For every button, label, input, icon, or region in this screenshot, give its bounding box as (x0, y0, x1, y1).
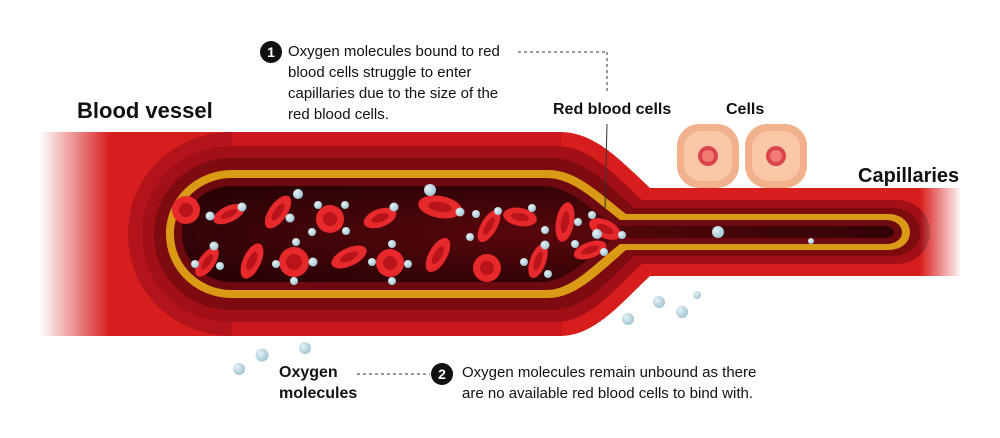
note-1-text: Oxygen molecules bound to red blood cell… (288, 41, 500, 125)
red-blood-cell (264, 195, 292, 229)
red-blood-cell (213, 203, 245, 225)
note-1-line: blood cells struggle to enter (288, 64, 472, 81)
oxygen-molecule (299, 342, 311, 354)
note-1-line: Oxygen molecules bound to red (288, 43, 500, 60)
red-blood-cell (528, 243, 548, 279)
red-blood-cell (240, 243, 264, 279)
note-2-text: Oxygen molecules remain unbound as there… (462, 362, 756, 404)
oxygen-molecule (292, 238, 300, 246)
oxygen-molecule (653, 296, 665, 308)
vessel-fade-left (40, 128, 110, 340)
oxygen-molecule (808, 238, 814, 244)
oxygen-molecule (571, 240, 579, 248)
tissue-cell (745, 124, 807, 188)
oxygen-molecule (528, 204, 536, 212)
red-blood-cell (425, 237, 451, 273)
vessel-fade-right (920, 184, 962, 280)
oxygen-molecule (466, 233, 474, 241)
oxygen-molecule (272, 260, 280, 268)
oxygen-molecules-label-line2: molecules (279, 385, 358, 402)
oxygen-molecule (368, 258, 376, 266)
oxygen-molecule (494, 207, 502, 215)
oxygen-molecule (191, 260, 199, 268)
oxygen-molecule (233, 363, 245, 375)
red-blood-cell (316, 205, 344, 233)
oxygen-molecule (205, 211, 215, 221)
oxygen-molecule (308, 257, 318, 267)
oxygen-molecule (600, 248, 608, 256)
oxygen-molecule (342, 227, 350, 235)
red-blood-cell (331, 245, 367, 269)
blood-vessel-label: Blood vessel (77, 98, 213, 123)
red-blood-cell (376, 249, 404, 277)
oxygen-molecule (541, 226, 549, 234)
red-blood-cell (363, 207, 397, 229)
note-1-line: capillaries due to the size of the (288, 85, 499, 102)
oxygen-molecule (622, 313, 634, 325)
tissue-cells (677, 124, 807, 188)
oxygen-molecule (540, 240, 550, 250)
red-blood-cell (172, 196, 200, 224)
note-2-number-badge: 2 (431, 363, 453, 385)
oxygen-molecule (209, 241, 219, 251)
oxygen-molecule (574, 218, 582, 226)
note-1-line: red blood cells. (288, 106, 389, 123)
red-blood-cell (418, 195, 462, 219)
note-1-number-badge: 1 (260, 41, 282, 63)
red-blood-cell (473, 254, 501, 282)
red-blood-cell (503, 207, 537, 227)
oxygen-molecule (424, 184, 436, 196)
note-2-line: are no available red blood cells to bind… (462, 385, 754, 402)
oxygen-molecule (216, 262, 224, 270)
red-blood-cell (195, 247, 219, 277)
oxygen-molecule (455, 207, 465, 217)
oxygen-molecule (472, 210, 480, 218)
oxygen-molecule (285, 213, 295, 223)
oxygen-molecule (308, 228, 316, 236)
cells-label: Cells (726, 101, 765, 118)
oxygen-molecule (520, 258, 528, 266)
leader-lines (357, 51, 608, 375)
oxygen-molecule (389, 202, 399, 212)
bound-oxygen-molecules (191, 184, 814, 285)
oxygen-molecule (618, 231, 626, 239)
red-blood-cell (573, 240, 607, 260)
red-blood-cell (279, 247, 309, 277)
capillaries-label: Capillaries (858, 165, 960, 187)
oxygen-molecule (544, 270, 552, 278)
oxygen-molecule (693, 291, 701, 299)
oxygen-molecules-label-line1: Oxygen (279, 364, 338, 381)
oxygen-molecule (712, 226, 724, 238)
oxygen-molecule (255, 348, 269, 362)
oxygen-molecule (588, 211, 596, 219)
oxygen-molecule (237, 202, 247, 212)
oxygen-molecule (404, 260, 412, 268)
red-blood-cell (555, 202, 575, 242)
blood-vessel (40, 128, 962, 340)
oxygen-molecule (388, 240, 396, 248)
oxygen-molecule (290, 277, 298, 285)
oxygen-molecule (388, 277, 396, 285)
oxygen-molecule (314, 201, 322, 209)
oxygen-molecule (676, 306, 688, 318)
red-blood-cell (477, 209, 501, 243)
red-blood-cells-leader (604, 123, 608, 210)
tissue-cell (677, 124, 739, 188)
red-blood-cells-label: Red blood cells (553, 101, 672, 118)
oxygen-molecule (293, 189, 303, 199)
note-2-line: Oxygen molecules remain unbound as there (462, 364, 757, 381)
oxygen-molecule (341, 201, 349, 209)
free-oxygen-molecules (233, 291, 701, 375)
oxygen-molecules-label: Oxygen molecules (279, 362, 357, 404)
red-blood-cells-group (172, 195, 621, 282)
oxygen-molecule (592, 229, 602, 239)
